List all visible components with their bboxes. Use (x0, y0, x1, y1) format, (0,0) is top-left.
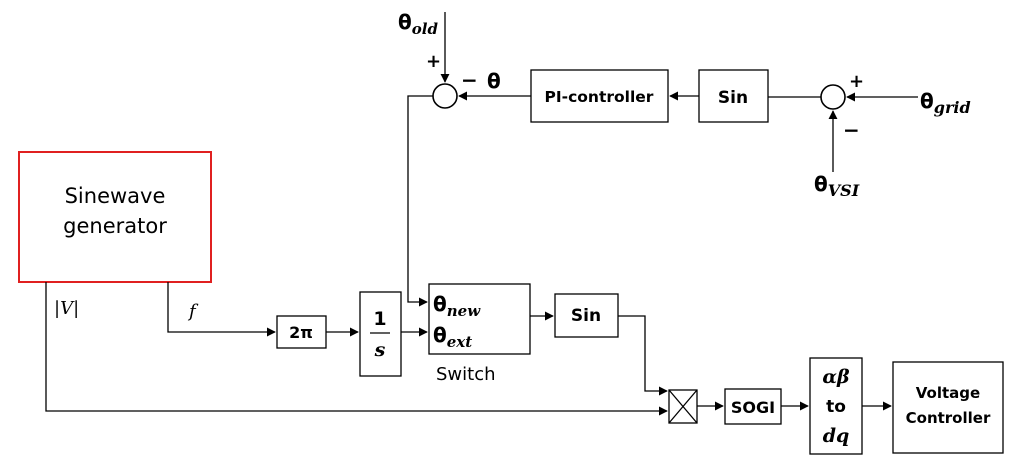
sogi-block: SOGI (724, 388, 782, 425)
label-theta-old: θold (398, 10, 438, 38)
sinewave-generator-label-line1: Sinewave (65, 184, 166, 208)
switch-input-theta-new: θnew (433, 292, 481, 320)
label-theta-error: θ (487, 69, 501, 93)
sinewave-generator-block: Sinewave generator (18, 151, 212, 283)
pi-controller-block: PI-controller (530, 69, 669, 123)
alphabeta-to-dq-block: αβ to dq (809, 357, 863, 455)
switch-block: θnew θext Switch (428, 283, 531, 385)
switch-input-theta-ext: θext (433, 323, 472, 351)
sign-left-plus: + (426, 51, 441, 72)
sinewave-generator-label-line2: generator (63, 214, 167, 238)
pi-controller-label: PI-controller (545, 88, 654, 106)
transform-label-alphabeta: αβ (822, 366, 850, 388)
two-pi-label: 2π (289, 323, 313, 342)
voltage-controller-block: Voltage Controller (892, 361, 1004, 454)
wire-frequency (167, 282, 276, 337)
sign-left-minus: − (461, 68, 478, 92)
sin-block-top: Sin (698, 69, 769, 123)
summing-junction-grid (820, 84, 846, 110)
label-magnitude: |V| (54, 298, 79, 319)
integrator-block: 1 s (359, 291, 402, 377)
sign-right-minus: − (843, 118, 860, 142)
summing-junction-theta (432, 83, 458, 109)
voltage-controller-label-line1: Voltage (916, 384, 980, 402)
integrator-numerator: 1 (373, 308, 386, 330)
wire-sin-to-multiplier (618, 315, 668, 396)
integrator-denominator: s (374, 339, 386, 361)
sign-right-plus: + (849, 71, 864, 92)
sin-bottom-label: Sin (571, 306, 601, 326)
wire-theta-to-switch (407, 95, 433, 307)
voltage-controller-label-line2: Controller (906, 409, 991, 427)
label-theta-vsi: θVSI (814, 172, 860, 200)
sin-top-label: Sin (718, 88, 748, 108)
transform-label-dq: dq (823, 425, 850, 447)
sogi-label: SOGI (731, 398, 775, 417)
label-theta-grid: θgrid (920, 89, 971, 117)
transform-label-to: to (826, 397, 846, 417)
sin-block-bottom: Sin (554, 293, 619, 338)
label-frequency: f (187, 301, 199, 322)
switch-label: Switch (436, 364, 496, 385)
two-pi-gain-block: 2π (276, 315, 327, 349)
multiplier-block (668, 389, 698, 424)
wire-magnitude (45, 282, 668, 416)
